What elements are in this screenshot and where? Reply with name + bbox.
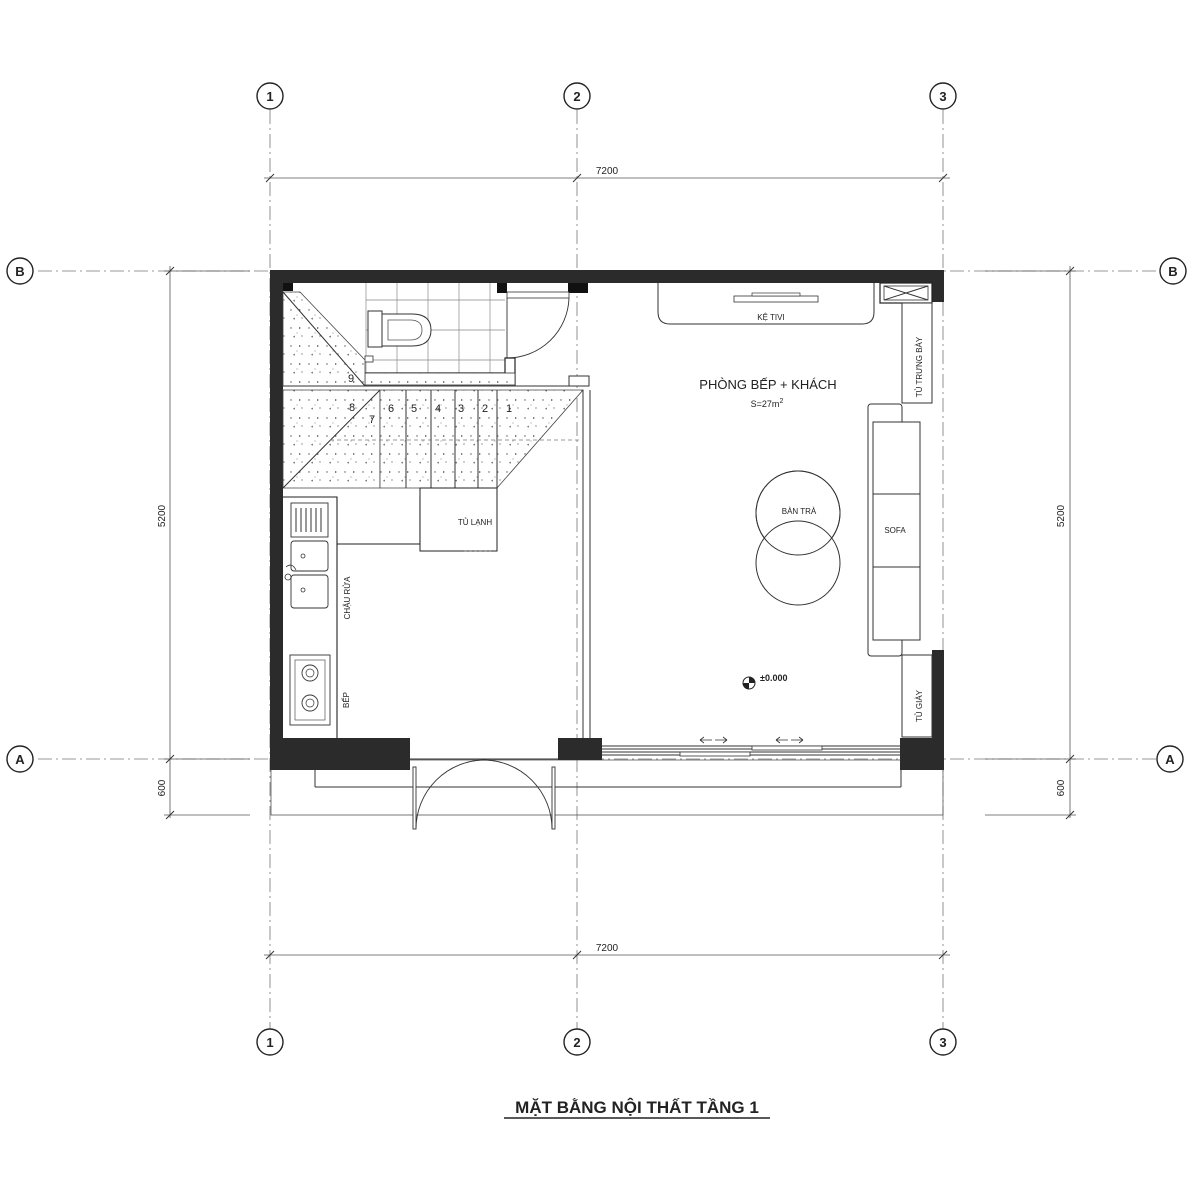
stair-step-9: 9 [348,373,354,385]
axis-label: 1 [266,1035,273,1050]
axis-bubble-right-b: B [1159,257,1187,285]
axis-bubble-left-a: A [6,745,34,773]
dim-right-porch: 600 [1056,779,1067,796]
axis-label: 2 [573,1035,580,1050]
tv-shelf [657,283,875,325]
sink [284,502,329,609]
axis-bubble-bottom-2: 2 [563,1028,591,1056]
room-area-sup: 2 [779,398,783,405]
wc-area [364,283,590,387]
storage-box [879,282,933,304]
display-cabinet [901,302,933,404]
dim-left-height: 5200 [157,504,168,527]
grid-lines [38,110,1160,1030]
sink-label: CHẬU RỬA [343,576,352,620]
shoe-cabinet-label: TỦ GIÀY [915,689,924,722]
dim-bottom-width: 7200 [596,943,619,954]
axis-label: 1 [266,89,273,104]
stair-step-2: 2 [482,403,488,415]
stair-step-4: 4 [435,403,441,415]
axis-bubble-top-3: 3 [929,82,957,110]
tv-shelf-label: KỆ TIVI [757,313,784,322]
dim-right-height: 5200 [1056,504,1067,527]
stair-step-1: 1 [506,403,512,415]
level-label: ±0.000 [760,673,787,683]
stair-step-5: 5 [411,403,417,415]
room-name: PHÒNG BẾP + KHÁCH [699,377,836,392]
stair-step-8: 8 [349,402,355,414]
wc-door [506,291,570,359]
stove-label: BẾP [341,692,351,708]
level-mark-icon [742,676,756,690]
axis-bubble-top-2: 2 [563,82,591,110]
axis-label: A [15,752,25,767]
axis-bubble-top-1: 1 [256,82,284,110]
toilet [367,310,432,348]
walls [270,270,944,770]
sliding-window [602,736,900,757]
drawing-title: MẶT BẰNG NỘI THẤT TẦNG 1 [515,1098,759,1117]
stove [289,654,331,726]
axis-bubble-left-b: B [6,257,34,285]
stair-step-7: 7 [369,414,375,426]
stair-step-3: 3 [458,403,464,415]
axis-label: 2 [573,89,580,104]
partition [582,390,591,738]
axis-bubble-right-a: A [1156,745,1184,773]
display-cabinet-label: TỦ TRƯNG BÀY [915,336,924,397]
axis-label: 3 [939,1035,946,1050]
axis-label: B [15,264,24,279]
dim-top-width: 7200 [596,166,619,177]
tea-table-label: BÀN TRÀ [782,507,817,516]
fridge-label: TỦ LẠNH [458,518,492,527]
staircase [282,291,589,489]
sofa-label: SOFA [884,526,906,535]
shoe-cabinet [901,654,933,738]
dim-left-porch: 600 [157,779,168,796]
axis-bubble-bottom-1: 1 [256,1028,284,1056]
axis-bubble-bottom-3: 3 [929,1028,957,1056]
axis-label: A [1165,752,1175,767]
dimension-lines [164,173,1076,960]
room-area: S=27m2 [751,398,784,409]
axis-label: 3 [939,89,946,104]
entrance-door [410,758,558,830]
sofa [867,403,921,657]
fridge [419,487,498,552]
axis-label: B [1168,264,1177,279]
room-area-value: S=27m [751,399,780,409]
tea-table [755,470,841,606]
stair-step-6: 6 [388,403,394,415]
